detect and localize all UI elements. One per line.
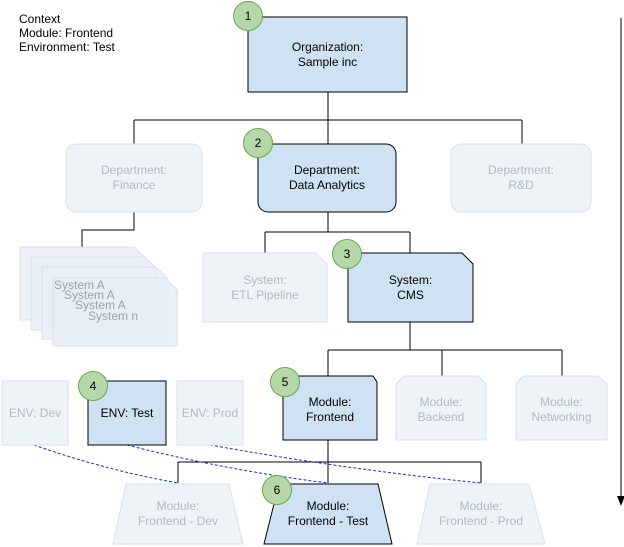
module-frontend-test-label: Module: Frontend - Test: [287, 499, 369, 528]
step-badge-1: 1: [233, 1, 263, 31]
finance-to-systems-connector: [81, 212, 135, 248]
system-etl-box: [202, 252, 328, 323]
step-badge-3: 3: [332, 239, 362, 269]
env-prod-label: ENV: Prod: [181, 405, 239, 420]
frontend-to-module-envs-connector: [177, 440, 482, 483]
system-a-label-2: System A: [64, 288, 115, 302]
module-networking-box: [515, 375, 608, 441]
system-a-label-3: System A: [75, 298, 126, 312]
department-rnd-label: Department: R&D: [487, 163, 555, 192]
org-to-departments-connector: [133, 92, 523, 144]
context-module: Module: Frontend: [19, 26, 114, 40]
module-frontend-prod-box: [416, 483, 546, 545]
context-legend: Context Module: Frontend Environment: Te…: [19, 12, 115, 54]
flow-arrow: [617, 18, 624, 506]
module-frontend-dev-box: [112, 483, 244, 545]
env-test-link: [126, 444, 329, 484]
step-badge-4: 4: [78, 371, 108, 401]
data-analytics-to-systems-connector: [264, 212, 411, 253]
env-prod-box: [176, 380, 244, 446]
department-data-analytics-label: Department: Data Analytics: [288, 163, 366, 192]
module-frontend-dev-label: Module: Frontend - Dev: [137, 499, 219, 528]
context-title: Context: [19, 12, 61, 26]
department-data-analytics-box: [257, 143, 397, 213]
system-a-label-1: System A: [54, 278, 105, 292]
system-n-label: System n: [88, 309, 139, 323]
system-stack: [19, 246, 178, 347]
env-dev-box: [1, 380, 69, 446]
env-prod-link: [209, 444, 482, 484]
system-cms-box: [347, 252, 474, 323]
step-badge-6: 6: [262, 475, 292, 505]
system-etl-label: System: ETL Pipeline: [231, 272, 299, 302]
module-networking-label: Module: Networking: [531, 395, 592, 424]
system-cms-label: System: CMS: [388, 272, 433, 302]
department-rnd-box: [450, 143, 592, 213]
system-n-box: [52, 277, 178, 347]
department-finance-box: [65, 143, 203, 213]
module-frontend-label: Module: Frontend: [305, 395, 355, 424]
env-test-label: ENV: Test: [100, 405, 154, 420]
organization-label: Organization: Sample inc: [291, 39, 364, 69]
cms-to-modules-connector: [327, 321, 563, 376]
module-frontend-test-box: [263, 483, 393, 545]
context-environment: Environment: Test: [19, 40, 115, 54]
organization-box: [247, 16, 408, 93]
env-dev-link: [33, 444, 179, 484]
department-finance-label: Department: Finance: [100, 163, 168, 192]
module-backend-box: [395, 375, 487, 441]
step-badge-5: 5: [270, 367, 300, 397]
connector-lines: [81, 92, 563, 483]
env-dev-label: ENV: Dev: [8, 405, 62, 420]
module-frontend-prod-label: Module: Frontend - Prod: [438, 499, 524, 528]
module-backend-label: Module: Backend: [417, 395, 465, 424]
step-badge-2: 2: [243, 128, 273, 158]
env-link-lines: [33, 444, 482, 484]
